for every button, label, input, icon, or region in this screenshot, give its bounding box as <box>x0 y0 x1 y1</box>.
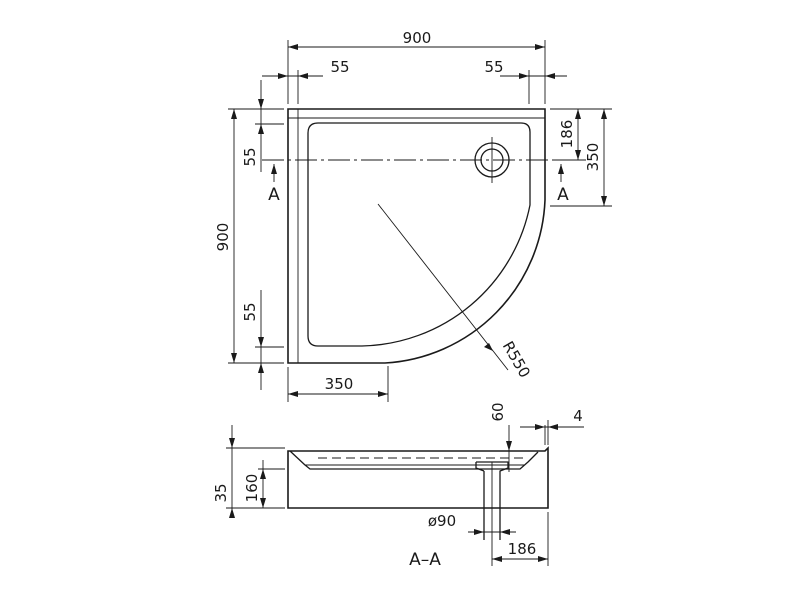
dim-rim-left: 55 <box>330 58 349 76</box>
plan-view <box>262 108 562 371</box>
dim-rim-top: 55 <box>241 147 259 166</box>
dim-straight-bottom: 350 <box>325 375 354 393</box>
dim-lip-height: 60 <box>489 402 507 421</box>
dim-overall-depth: 900 <box>214 223 232 252</box>
dim-straight-right: 350 <box>584 143 602 172</box>
dim-height-tray: 160 <box>243 474 261 503</box>
section-marker-left: A <box>268 185 280 205</box>
section-marker-right: A <box>557 185 569 205</box>
dim-radius: R550 <box>499 338 534 381</box>
plan-dimensions: 900 55 55 186 350 55 <box>214 29 612 402</box>
dim-height-total: 35 <box>212 483 230 502</box>
dim-rim-right: 55 <box>484 58 503 76</box>
radius-leader <box>377 203 509 371</box>
dim-waste-offset: 186 <box>558 120 576 149</box>
dim-waste-diameter: ø90 <box>428 512 456 530</box>
dim-overall-width: 900 <box>403 29 432 47</box>
tray-outer-contour <box>287 108 546 364</box>
tray-basin-contour <box>307 122 531 347</box>
section-title: A–A <box>409 550 441 570</box>
section-basin <box>289 450 539 470</box>
dim-rim-bottom: 55 <box>241 302 259 321</box>
section-view <box>287 446 549 548</box>
dim-waste-offset-section: 186 <box>508 540 537 558</box>
section-markers: A A <box>268 164 569 205</box>
dim-lip-thickness: 4 <box>573 407 583 425</box>
section-dimensions: 60 4 35 160 ø90 186 <box>212 402 584 570</box>
section-body <box>287 446 549 509</box>
